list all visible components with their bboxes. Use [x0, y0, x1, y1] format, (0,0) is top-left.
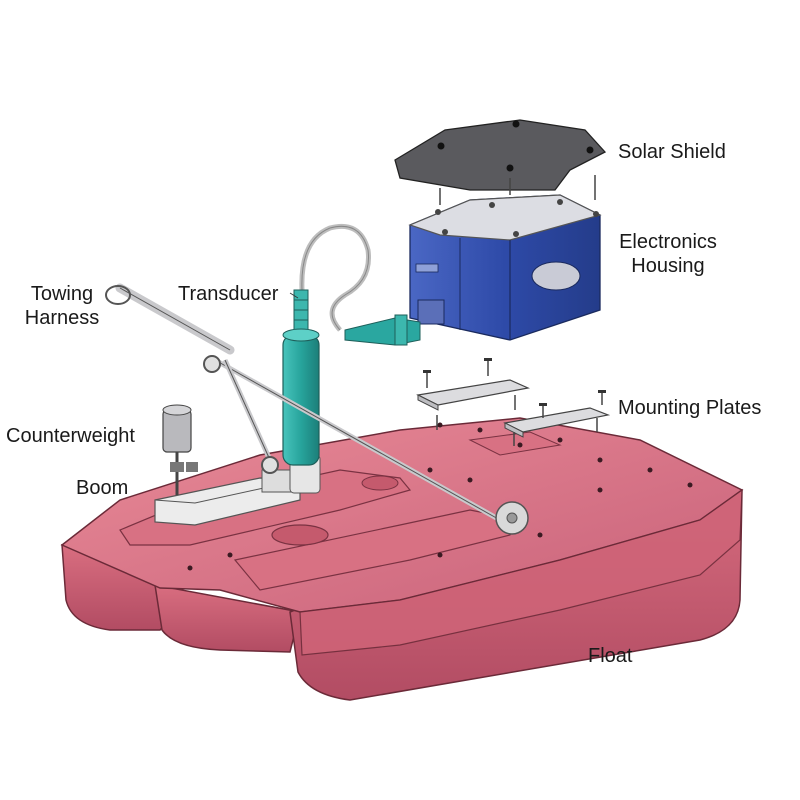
label-towing-harness: Towing Harness — [16, 282, 108, 330]
label-towing-harness-line2: Harness — [24, 307, 100, 329]
transducer — [282, 223, 372, 466]
label-electronics-housing-line1: Electronics — [619, 231, 717, 253]
label-towing-harness-line1: Towing — [30, 283, 94, 305]
label-transducer: Transducer — [178, 283, 279, 305]
housing-connector — [344, 299, 445, 346]
leader-lines — [289, 292, 299, 299]
label-solar-shield: Solar Shield — [618, 141, 726, 163]
electronics-housing — [344, 194, 602, 346]
label-mounting-plates: Mounting Plates — [618, 397, 762, 419]
float-port — [271, 524, 329, 546]
float-side-face — [299, 488, 743, 656]
float-screw-holes — [187, 422, 693, 571]
float — [60, 417, 744, 701]
label-counterweight: Counterweight — [6, 425, 135, 447]
float-recess-right — [468, 431, 562, 456]
solar-shield — [394, 119, 607, 205]
float-middle-pontoon — [154, 584, 301, 653]
label-electronics-housing-line2: Housing — [631, 255, 705, 277]
counterweight — [162, 404, 198, 495]
mounting-plates — [416, 358, 611, 446]
label-electronics-housing: Electronics Housing — [608, 230, 728, 278]
label-boom: Boom — [76, 477, 129, 499]
towing-harness — [105, 283, 529, 535]
float-port-small — [361, 475, 399, 491]
label-float: Float — [588, 645, 633, 667]
